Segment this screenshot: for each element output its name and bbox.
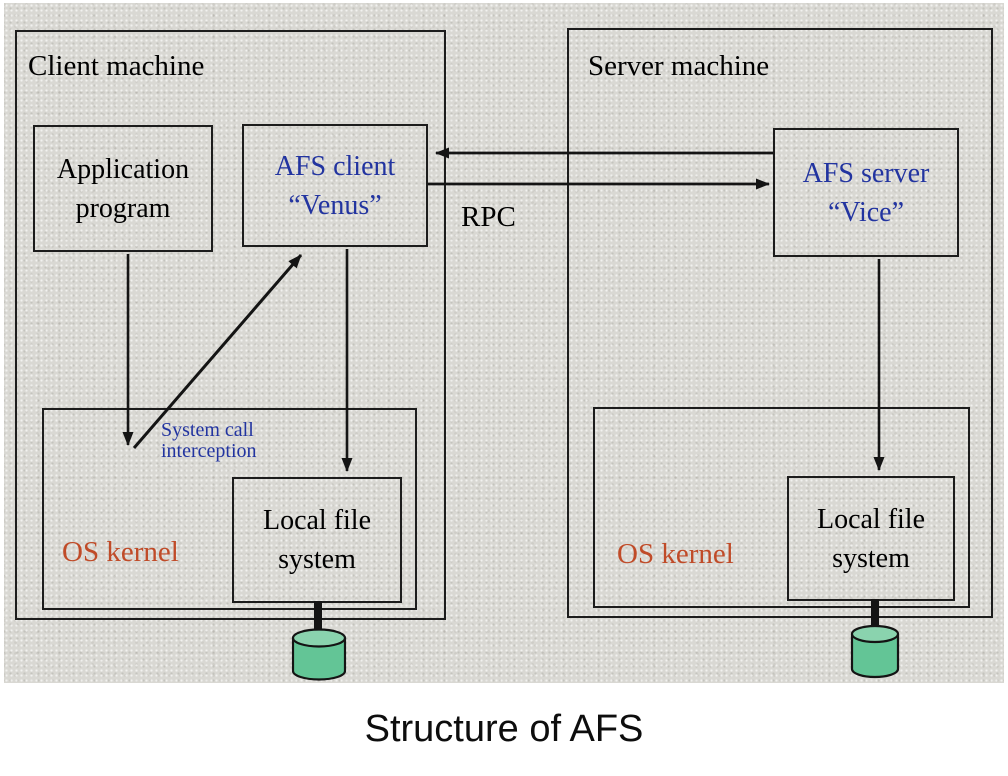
application-program-label-line1: Application — [56, 153, 190, 185]
client-os-kernel-label: OS kernel — [62, 536, 179, 568]
afs-server-vice-box: AFS server “Vice” — [773, 128, 959, 257]
client-machine-title: Client machine — [28, 50, 205, 82]
server-local-file-system-box: Local file system — [787, 476, 955, 601]
application-program-box: Application program — [33, 125, 213, 252]
server-machine-box — [567, 28, 993, 618]
server-machine-title: Server machine — [588, 50, 770, 82]
server-os-kernel-label: OS kernel — [617, 538, 734, 570]
system-call-interception-note: System call interception — [161, 420, 257, 462]
system-call-note-line1: System call — [161, 419, 254, 441]
afs-client-label-line2: “Venus” — [288, 189, 382, 221]
system-call-note-line2: interception — [161, 440, 257, 462]
client-local-file-system-box: Local file system — [232, 477, 402, 603]
rpc-label: RPC — [461, 201, 516, 233]
afs-server-label-line1: AFS server — [802, 157, 930, 189]
server-fs-label-line2: system — [832, 542, 910, 574]
application-program-label-line2: program — [75, 192, 171, 224]
client-fs-label-line1: Local file — [262, 505, 372, 536]
textured-slide-background — [4, 3, 1004, 683]
afs-client-venus-box: AFS client “Venus” — [242, 124, 428, 247]
afs-client-label-line1: AFS client — [274, 150, 396, 182]
server-fs-label-line1: Local file — [816, 503, 926, 535]
afs-server-label-line2: “Vice” — [827, 196, 905, 228]
figure-caption: Structure of AFS — [364, 708, 644, 750]
client-fs-label-line2: system — [278, 544, 356, 575]
server-os-kernel-box — [593, 407, 970, 608]
client-machine-box — [15, 30, 446, 620]
